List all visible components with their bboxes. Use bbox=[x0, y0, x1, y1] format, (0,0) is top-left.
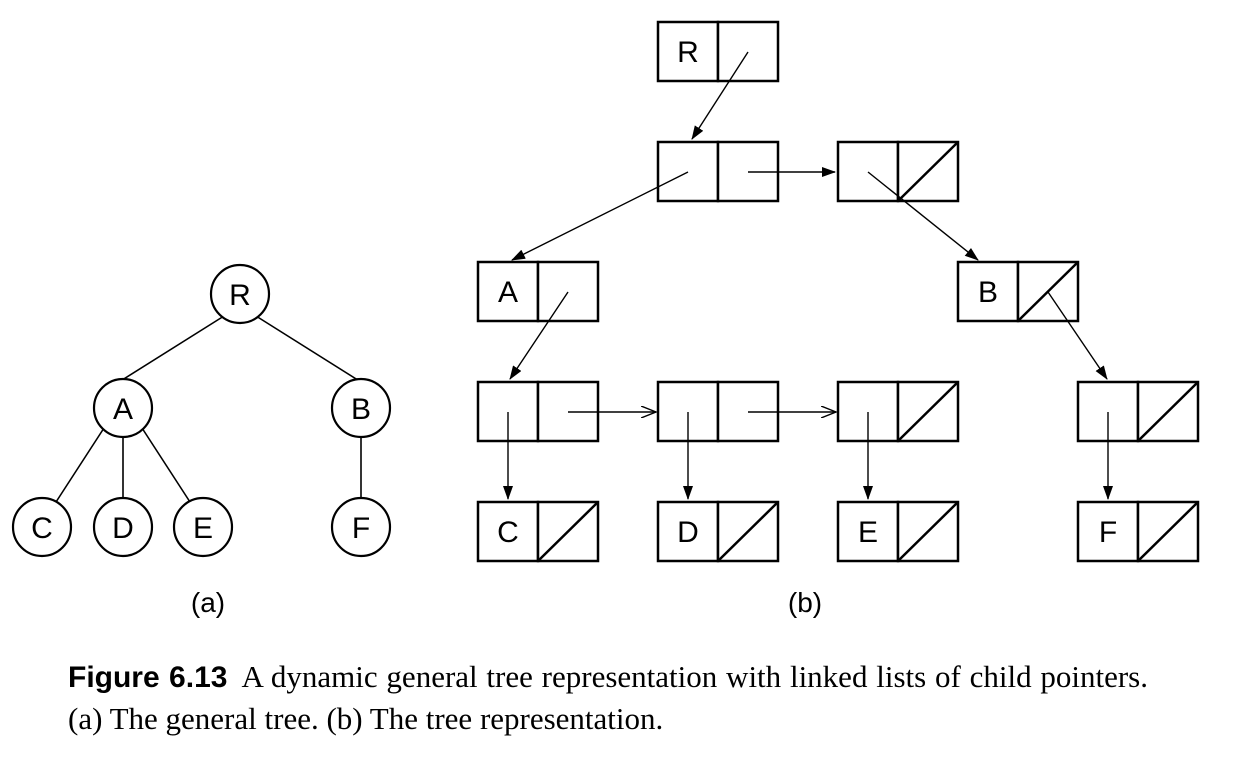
node-b-label: B bbox=[978, 276, 998, 309]
tree-node-f-label: F bbox=[352, 512, 370, 545]
node-r-label: R bbox=[677, 36, 699, 69]
tree-node-r-label: R bbox=[229, 279, 251, 312]
tree-node-b: B bbox=[330, 377, 392, 439]
caption-label: Figure 6.13 bbox=[68, 661, 228, 694]
caption-text: A dynamic general tree representation wi… bbox=[68, 659, 1148, 736]
tree-node-a-label: A bbox=[113, 393, 133, 426]
pointer-list-to-a bbox=[511, 171, 689, 261]
pointer-b-to-list bbox=[1047, 291, 1108, 380]
tree-node-f: F bbox=[330, 496, 392, 558]
tree-node-c: C bbox=[11, 496, 73, 558]
node-c-label: C bbox=[497, 516, 519, 549]
subfigure-label-a: (a) bbox=[191, 587, 225, 618]
tree-node-e: E bbox=[172, 496, 234, 558]
figure-6-13: R A B C D E F (a) bbox=[11, 20, 1200, 618]
pointer-r-to-list bbox=[691, 51, 749, 140]
r-child-list-cell-2 bbox=[836, 140, 960, 203]
a-child-list-cell-3 bbox=[836, 380, 960, 443]
tree-node-b-label: B bbox=[351, 393, 371, 426]
node-e-record: E bbox=[836, 500, 960, 563]
linked-list-representation: R A B bbox=[476, 20, 1200, 618]
node-d-label: D bbox=[677, 516, 699, 549]
tree-node-d-label: D bbox=[112, 512, 134, 545]
pointer-a-to-list bbox=[509, 291, 569, 380]
edge-r-a-main bbox=[118, 315, 225, 383]
edge-r-b bbox=[255, 315, 362, 383]
node-a-record: A bbox=[476, 260, 600, 323]
b-child-list-cell-1 bbox=[1076, 380, 1200, 443]
tree-node-r: R bbox=[209, 263, 271, 325]
node-f-record: F bbox=[1076, 500, 1200, 563]
tree-node-c-label: C bbox=[31, 512, 53, 545]
edge-a-c bbox=[55, 427, 105, 503]
edge-a-e bbox=[141, 427, 191, 503]
node-a-label: A bbox=[498, 276, 518, 309]
node-d-record: D bbox=[656, 500, 780, 563]
node-f-label: F bbox=[1099, 516, 1117, 549]
node-b-record: B bbox=[956, 260, 1080, 323]
subfigure-label-b: (b) bbox=[788, 587, 822, 618]
r-child-list-cell-1 bbox=[656, 140, 780, 203]
pointer-list-to-b bbox=[867, 171, 979, 261]
tree-node-d: D bbox=[92, 496, 154, 558]
node-r-record: R bbox=[656, 20, 780, 83]
node-e-label: E bbox=[858, 516, 878, 549]
node-c-record: C bbox=[476, 500, 600, 563]
tree-node-a: A bbox=[92, 377, 154, 439]
general-tree: R A B C D E F (a) bbox=[11, 263, 392, 618]
tree-node-e-label: E bbox=[193, 512, 213, 545]
